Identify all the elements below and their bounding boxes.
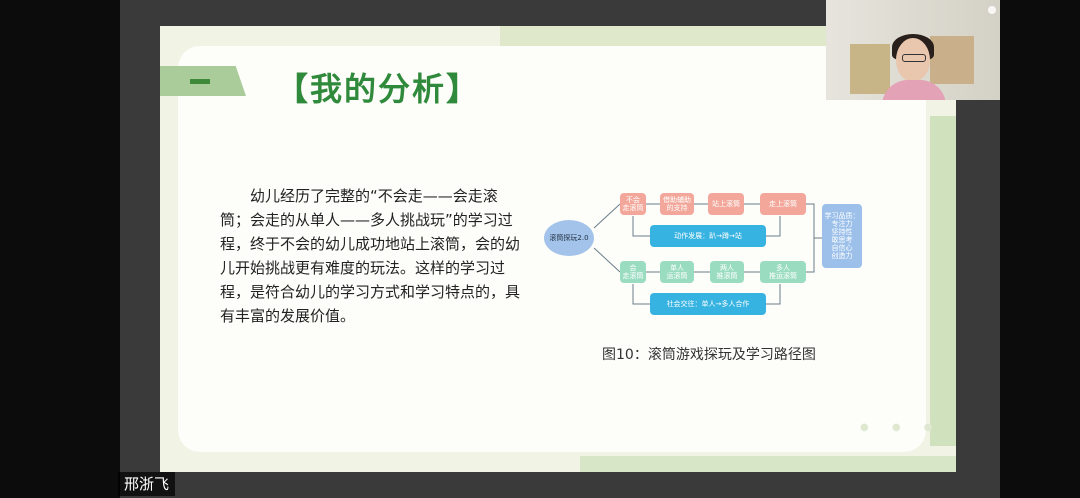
- right-black-bar: [1000, 0, 1080, 498]
- title-tab: [160, 66, 246, 96]
- diagram-summary-node: 社会交往：单人→多人合作: [650, 293, 766, 315]
- diagram-node: 站上滚筒: [708, 193, 744, 215]
- diagram-connectors: [593, 203, 822, 305]
- diagram-node: 两人 推滚筒: [710, 261, 744, 283]
- diagram-summary-node: 动作发展：趴→蹲→站: [650, 225, 766, 247]
- analysis-paragraph: 幼儿经历了完整的“不会走——会走滚筒；会走的从单人——多人挑战玩”的学习过程，终…: [220, 187, 521, 325]
- diagram-node: 不会 走滚筒: [620, 193, 646, 215]
- decorative-dots: ● ● ●: [860, 422, 943, 433]
- participant-video[interactable]: [826, 0, 1000, 100]
- video-wall-board: [850, 44, 890, 94]
- learning-path-diagram: 滚筒探玩2.0 不会 走滚筒 借助辅助 的支持 站上滚筒 走上滚筒 动作发展：趴…: [544, 176, 894, 326]
- participant-glasses: [902, 54, 926, 62]
- slide-title: 【我的分析】: [276, 70, 481, 108]
- slide-right-band: [930, 116, 956, 446]
- diagram-node: 借助辅助 的支持: [660, 193, 694, 215]
- video-wall-board: [930, 36, 974, 84]
- slide-bottom-band: [580, 456, 956, 472]
- presentation-slide: 【我的分析】 幼儿经历了完整的“不会走——会走滚筒；会走的从单人——多人挑战玩”…: [160, 26, 956, 472]
- diagram-node: 多人 推运滚筒: [760, 261, 806, 283]
- analysis-text: 幼儿经历了完整的“不会走——会走滚筒；会走的从单人——多人挑战玩”的学习过程，终…: [220, 184, 520, 328]
- diagram-outcome-node: 学习品质： 专注力 坚持性 敢思考 自信心 创造力: [822, 204, 862, 268]
- figure-caption: 图10：滚筒游戏探玩及学习路径图: [602, 347, 816, 363]
- diagram-node: 会 走滚筒: [620, 261, 646, 283]
- participant-body: [882, 80, 946, 100]
- title-dash: [190, 79, 210, 84]
- left-black-bar: [0, 0, 120, 498]
- diagram-node: 单人 运滚筒: [660, 261, 694, 283]
- participant-name-label: 邢浙飞: [118, 472, 176, 496]
- mic-icon: [988, 6, 996, 14]
- diagram-root-node: 滚筒探玩2.0: [544, 220, 594, 256]
- diagram-node: 走上滚筒: [760, 193, 806, 215]
